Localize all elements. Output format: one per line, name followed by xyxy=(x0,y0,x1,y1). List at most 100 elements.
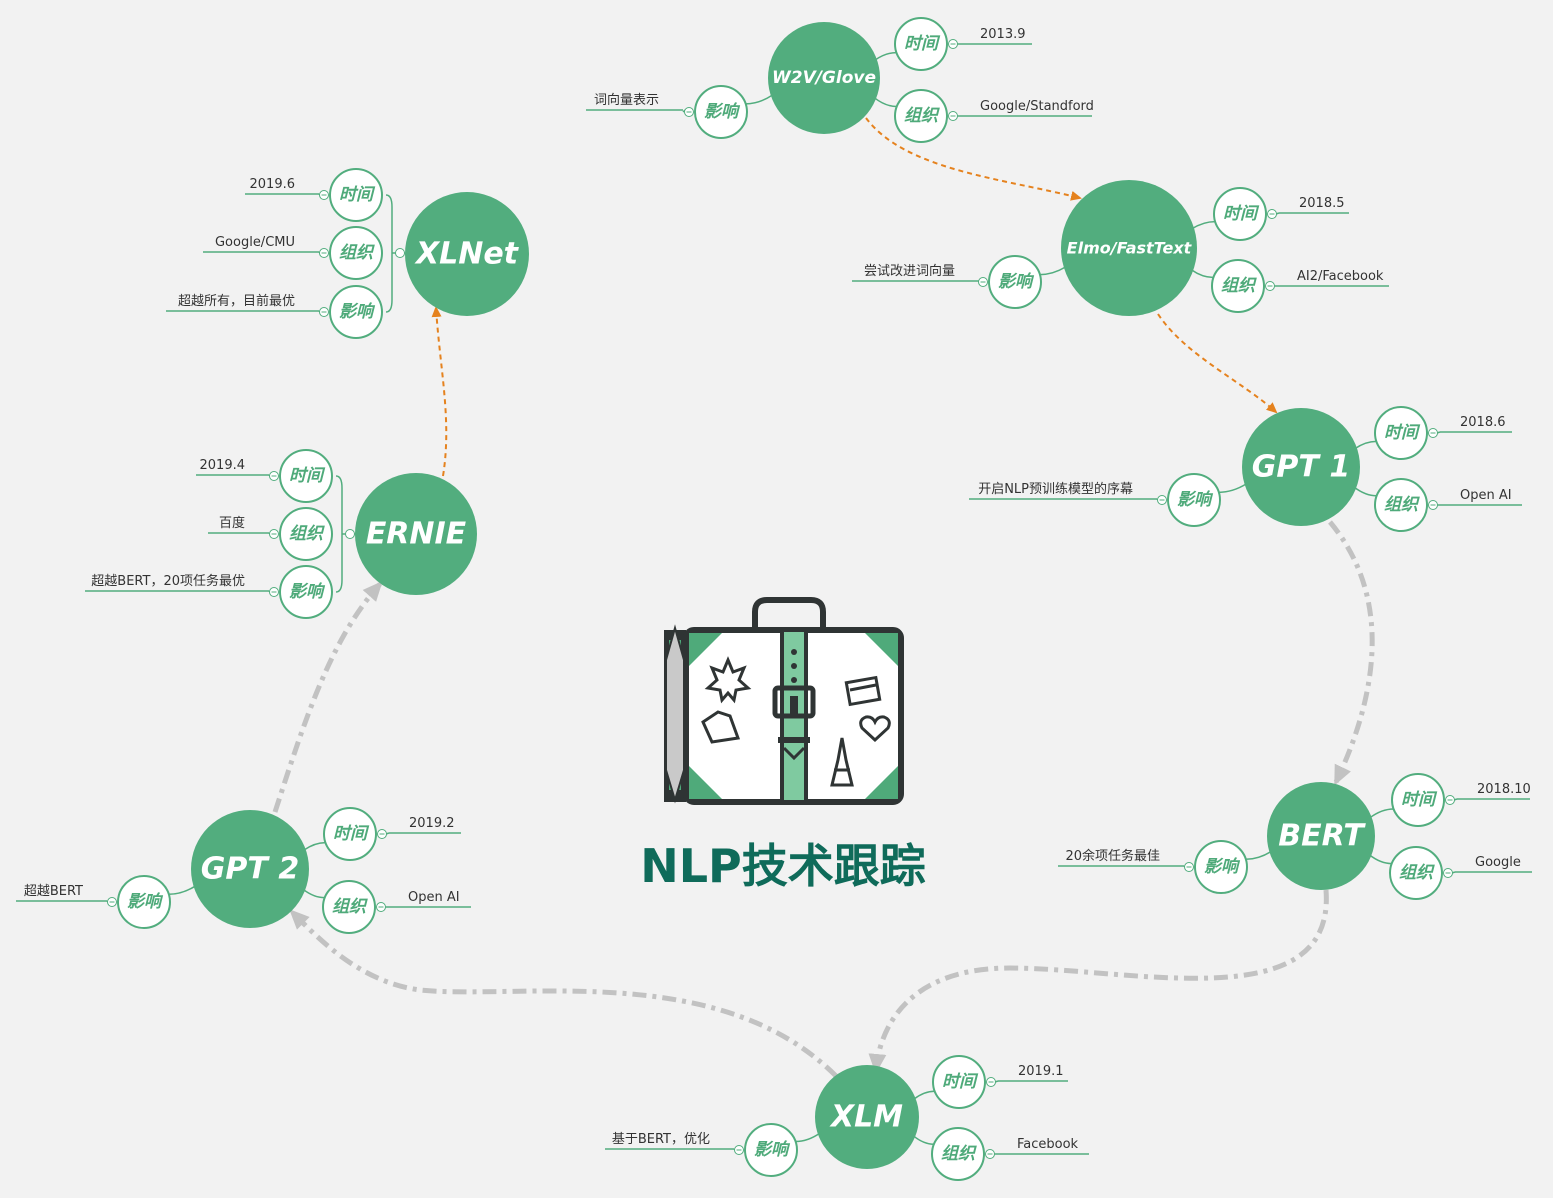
arrow-gpt1-to-bert xyxy=(1328,520,1375,786)
attr-time-label: 时间 xyxy=(942,1072,979,1092)
attr-time-node[interactable]: 时间 xyxy=(329,168,383,222)
attr-org-node[interactable]: 组织 xyxy=(279,507,333,561)
arrow-w2v-to-elmo xyxy=(865,117,1082,201)
attr-org-node[interactable]: 组织 xyxy=(1389,846,1443,900)
model-node-gpt-2[interactable]: GPT 2 xyxy=(191,810,309,928)
leaf-impact-value: 词向量表示 xyxy=(594,92,659,108)
leaf-impact-value: 基于BERT，优化 xyxy=(612,1132,710,1147)
attr-impact-label: 影响 xyxy=(127,892,164,912)
attr-org-circle xyxy=(1374,478,1428,532)
attr-impact-node[interactable]: 影响 xyxy=(1194,840,1248,894)
attr-impact-node[interactable]: 影响 xyxy=(744,1123,798,1177)
leaf-time-value: 2019.2 xyxy=(409,816,455,831)
branch-bracket xyxy=(385,194,393,313)
leaf-time-value: 2019.1 xyxy=(1018,1064,1064,1079)
model-circle xyxy=(191,810,309,928)
attr-time-circle xyxy=(894,17,948,71)
attr-time-node[interactable]: 时间 xyxy=(323,807,377,861)
attr-time-circle xyxy=(1391,773,1445,827)
attr-org-label: 组织 xyxy=(1399,863,1435,883)
model-circle xyxy=(815,1065,919,1169)
leaf-org-value: Open AI xyxy=(1460,488,1512,503)
leaf-org-value: Facebook xyxy=(1017,1137,1079,1152)
attr-org-node[interactable]: 组织 xyxy=(931,1127,985,1181)
model-node-ernie[interactable]: ERNIE xyxy=(355,473,477,595)
attr-time-node[interactable]: 时间 xyxy=(279,449,333,503)
attr-org-circle xyxy=(894,89,948,143)
branch-connector xyxy=(1191,220,1216,230)
attr-org-label: 组织 xyxy=(941,1144,977,1164)
branch-connector xyxy=(302,888,325,899)
attr-time-node[interactable]: 时间 xyxy=(932,1055,986,1109)
model-name: W2V/Glove xyxy=(772,68,876,88)
attr-org-node[interactable]: 组织 xyxy=(322,880,376,934)
attr-impact-circle xyxy=(329,285,383,339)
attr-org-circle xyxy=(1389,846,1443,900)
attr-time-label: 时间 xyxy=(333,824,370,844)
attr-impact-node[interactable]: 影响 xyxy=(694,85,748,139)
suitcase-icon xyxy=(664,597,904,805)
model-node-elmo-fasttext[interactable]: Elmo/FastText xyxy=(1061,180,1197,316)
attr-time-node[interactable]: 时间 xyxy=(1213,187,1267,241)
attr-org-label: 组织 xyxy=(339,243,375,263)
attr-org-node[interactable]: 组织 xyxy=(894,89,948,143)
attr-impact-node[interactable]: 影响 xyxy=(988,255,1042,309)
leaf-time-value: 2018.10 xyxy=(1477,782,1531,797)
branch-connector xyxy=(913,1090,935,1100)
model-name: XLNet xyxy=(414,237,520,272)
leaf-impact-value: 开启NLP预训练模型的序幕 xyxy=(978,481,1133,497)
collapse-toggle[interactable] xyxy=(395,248,405,258)
leaf-time-value: 2019.4 xyxy=(200,458,246,473)
leaf-impact-value: 超越所有，目前最优 xyxy=(178,293,295,309)
leaf-time-value: 2013.9 xyxy=(980,27,1026,42)
attr-impact-node[interactable]: 影响 xyxy=(1167,473,1221,527)
attr-org-circle xyxy=(329,226,383,280)
branch-connector xyxy=(873,97,897,108)
branch-bracket xyxy=(335,475,343,593)
leaf-time-value: 2019.6 xyxy=(250,177,296,192)
arrow-gpt2-to-ernie xyxy=(272,581,383,813)
attr-org-circle xyxy=(1211,259,1265,313)
branch-connector xyxy=(1218,483,1247,494)
attr-impact-circle xyxy=(694,85,748,139)
leaf-impact-value: 超越BERT，20项任务最优 xyxy=(91,573,245,589)
attr-impact-node[interactable]: 影响 xyxy=(117,875,171,929)
attr-time-node[interactable]: 时间 xyxy=(1391,773,1445,827)
attr-time-node[interactable]: 时间 xyxy=(894,17,948,71)
attr-time-label: 时间 xyxy=(904,34,941,54)
attr-impact-label: 影响 xyxy=(1177,490,1214,510)
attr-impact-node[interactable]: 影响 xyxy=(329,285,383,339)
attr-impact-circle xyxy=(1194,840,1248,894)
model-node-xlnet[interactable]: XLNet xyxy=(405,192,529,316)
attr-impact-node[interactable]: 影响 xyxy=(279,565,333,619)
model-node-gpt-1[interactable]: GPT 1 xyxy=(1242,408,1360,526)
attr-org-node[interactable]: 组织 xyxy=(1211,259,1265,313)
attr-time-node[interactable]: 时间 xyxy=(1374,406,1428,460)
branch-connector xyxy=(1353,486,1377,497)
collapse-toggle[interactable] xyxy=(345,529,355,539)
branch-connector xyxy=(1039,266,1067,276)
attr-time-circle xyxy=(323,807,377,861)
attr-impact-circle xyxy=(988,255,1042,309)
arrow-xlm-to-gpt2 xyxy=(289,909,838,1078)
model-name: XLM xyxy=(829,1100,903,1135)
attr-org-label: 组织 xyxy=(1221,276,1257,296)
leaf-org-value: 百度 xyxy=(219,515,245,531)
branch-connector xyxy=(1368,854,1392,865)
leaf-org-value: Google xyxy=(1475,855,1521,870)
model-node-w2v-glove[interactable]: W2V/Glove xyxy=(768,22,880,134)
attr-impact-circle xyxy=(744,1123,798,1177)
attr-org-node[interactable]: 组织 xyxy=(1374,478,1428,532)
branch-connector xyxy=(795,1132,821,1143)
model-node-xlm[interactable]: XLM xyxy=(815,1065,919,1169)
attr-org-node[interactable]: 组织 xyxy=(329,226,383,280)
leaf-org-value: Open AI xyxy=(408,890,460,905)
attr-impact-label: 影响 xyxy=(998,272,1035,292)
model-node-bert[interactable]: BERT xyxy=(1267,782,1375,890)
attr-org-label: 组织 xyxy=(904,106,940,126)
